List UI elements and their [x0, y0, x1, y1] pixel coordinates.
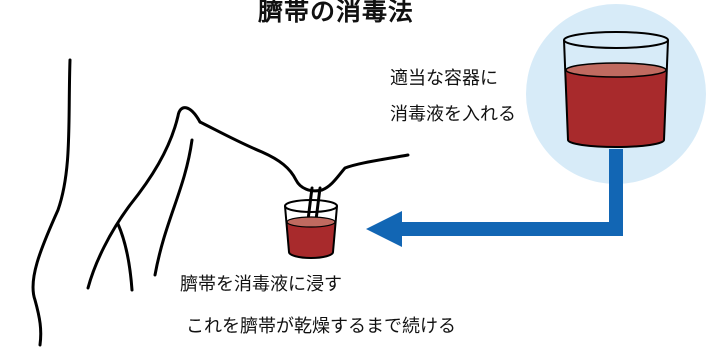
- small-cup-liquid-surface: [286, 216, 336, 228]
- back-line: [31, 58, 72, 347]
- belly-line: [198, 120, 410, 193]
- thigh-line: [153, 138, 194, 277]
- large-container-rim: [563, 31, 669, 49]
- large-container-liquid: [566, 70, 666, 147]
- small-cup-wall: [284, 205, 338, 259]
- large-container-wall: [563, 39, 669, 148]
- small-cup-rim: [284, 199, 338, 213]
- instruction-line-2: 消毒液を入れる: [390, 104, 516, 125]
- large-container-liquid-surface: [565, 62, 667, 78]
- chest-line: [86, 106, 202, 290]
- step-repeat-label: これを臍帯が乾燥するまで続ける: [186, 316, 456, 337]
- small-cup-liquid: [287, 222, 335, 258]
- step-dip-label: 臍帯を消毒液に浸す: [180, 274, 342, 295]
- umbilical-cord: [306, 186, 322, 222]
- instruction-line-1: 適当な容器に: [390, 68, 498, 89]
- flow-arrowhead: [366, 211, 402, 247]
- large-container: [563, 31, 669, 148]
- page-title: 臍帯の消毒法: [258, 0, 415, 26]
- small-cup: [284, 199, 338, 259]
- leg-line: [116, 222, 134, 292]
- baby-body-outline: [31, 58, 410, 347]
- flow-arrow: [366, 149, 623, 247]
